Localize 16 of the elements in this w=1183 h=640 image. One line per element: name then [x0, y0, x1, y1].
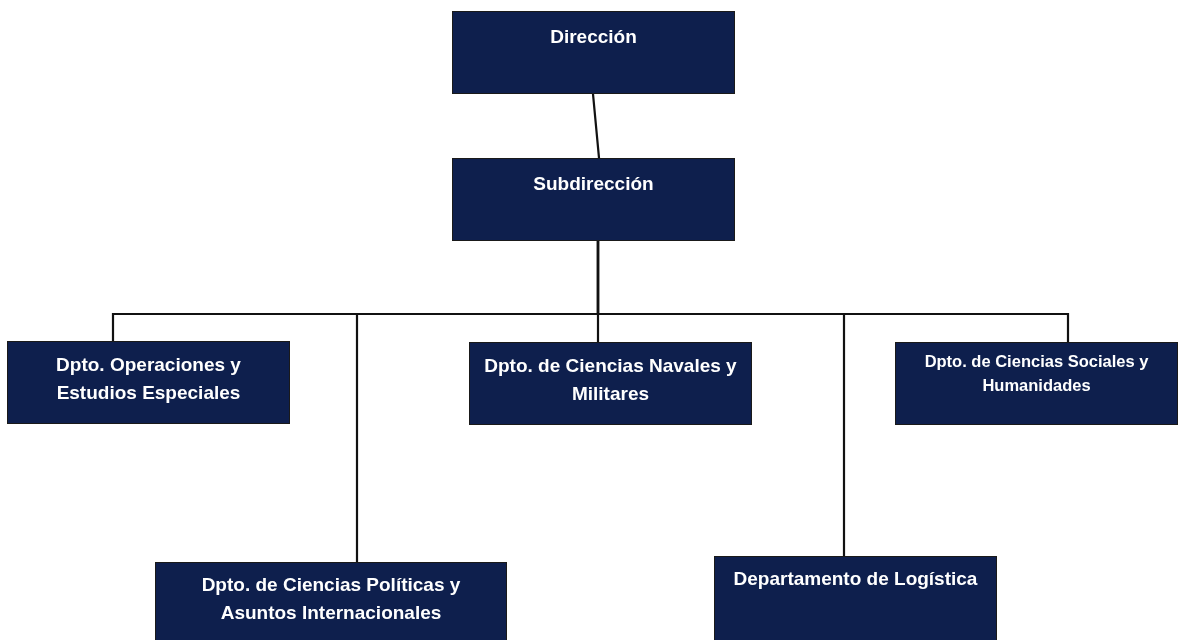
- org-box: [452, 11, 735, 94]
- unit-name: Dirección: [550, 25, 637, 49]
- connector-line: [591, 93, 601, 159]
- unit-name: Departamento de Logística: [733, 567, 978, 591]
- unit-name: Dpto. de Ciencias Políticas y Asuntos Internacionales: [200, 573, 462, 625]
- unit-name: Dpto. de Ciencias Sociales y Humanidades: [923, 351, 1150, 396]
- unit-name: Subdirección: [533, 172, 654, 196]
- org-box: [7, 341, 290, 424]
- unit-name: Dpto. de Ciencias Navales y Militares: [483, 354, 738, 406]
- org-box: [155, 562, 507, 640]
- org-box: [469, 342, 752, 425]
- connector-line: [596, 241, 846, 556]
- org-box: [452, 158, 735, 241]
- org-box: [895, 342, 1178, 425]
- org-box: [714, 556, 997, 640]
- unit-name: Dpto. Operaciones y Estudios Especiales: [55, 353, 242, 405]
